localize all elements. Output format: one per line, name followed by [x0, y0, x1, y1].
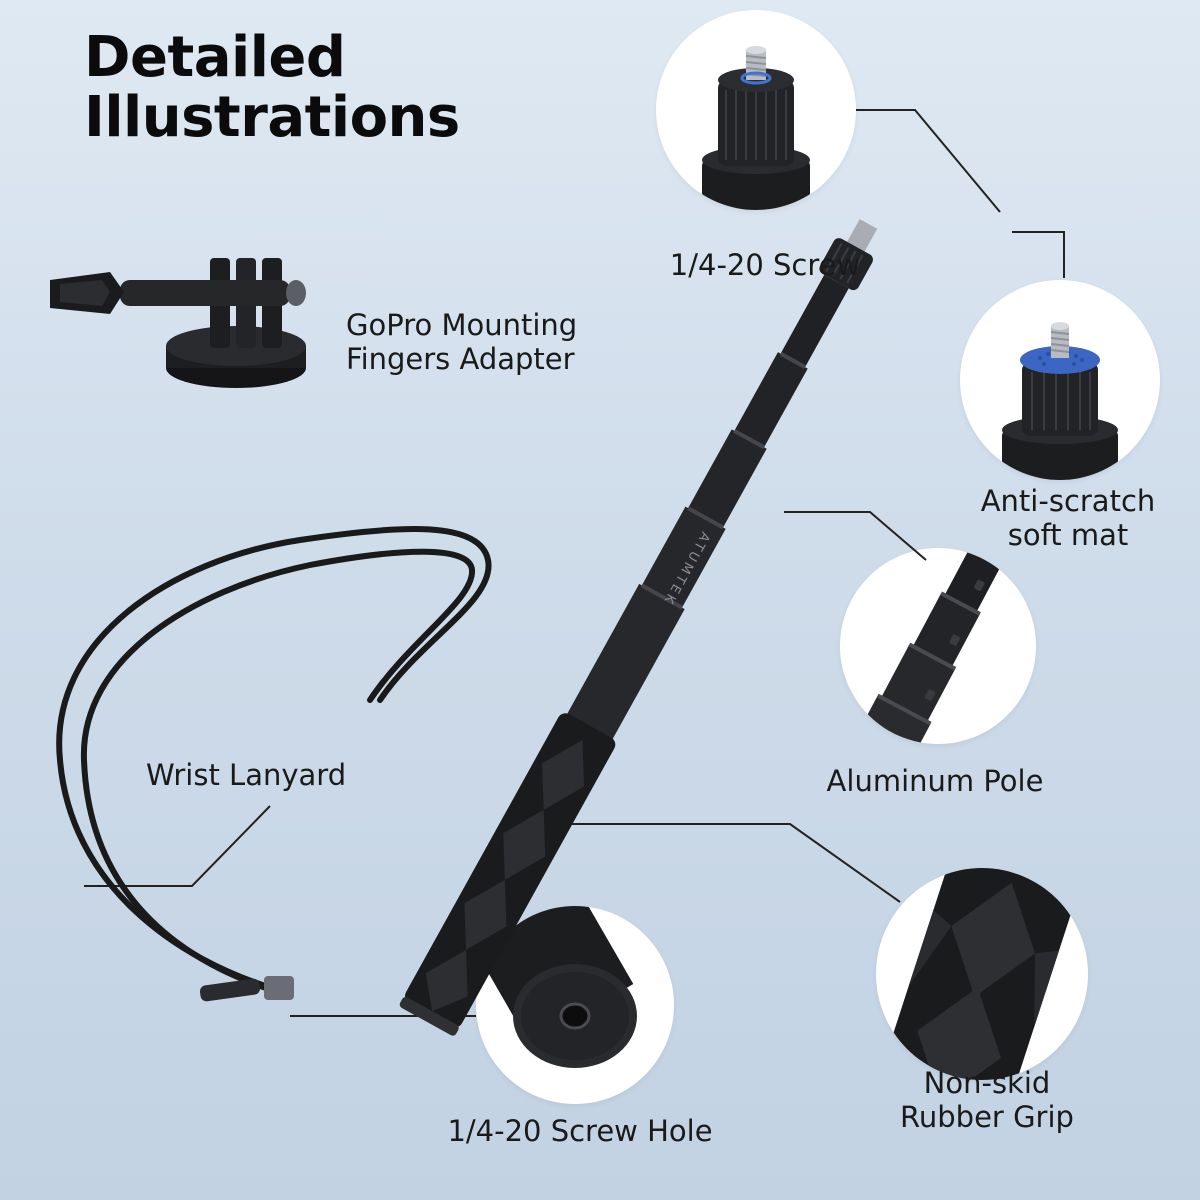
gopro-label-line-1: GoPro Mounting: [346, 308, 578, 342]
hole-detail-circle: [476, 906, 674, 1104]
mat-detail-circle: [960, 280, 1160, 480]
grip-label-line-1: Non-skid: [923, 1066, 1051, 1100]
mat-leader-line: [1012, 231, 1065, 278]
wrist-lanyard-icon: [56, 526, 492, 995]
gopro-adapter-label: GoPro Mounting Fingers Adapter: [346, 308, 646, 376]
screw-label: 1/4-20 Screw: [669, 248, 861, 282]
grip-closeup-icon: [883, 868, 1079, 1080]
gopro-adapter-icon: [50, 258, 306, 388]
pole-leader-line: [784, 511, 927, 561]
soft-mat-label: Anti-scratch soft mat: [958, 484, 1178, 552]
screw-leader-line: [856, 109, 1001, 213]
title-line-1: Detailed: [84, 25, 346, 90]
aluminum-pole-label: Aluminum Pole: [826, 764, 1044, 798]
tip-screw-icon: [846, 219, 878, 254]
screw-hole-label: 1/4-20 Screw Hole: [447, 1114, 713, 1148]
grip-leader-line: [504, 823, 901, 903]
screw-detail-circle: [656, 10, 856, 210]
page-title: Detailed Illustrations: [84, 28, 460, 148]
title-line-2: Illustrations: [84, 85, 460, 150]
grip-label-line-2: Rubber Grip: [900, 1100, 1074, 1134]
soft-mat-closeup-icon: [1002, 322, 1118, 480]
mat-label-line-1: Anti-scratch: [980, 484, 1156, 518]
wrist-lanyard-label: Wrist Lanyard: [146, 758, 347, 792]
lanyard-clip-icon: [199, 976, 294, 1002]
screw-closeup-icon: [702, 46, 810, 210]
mat-label-line-2: soft mat: [1007, 518, 1129, 552]
selfie-stick-pole: ATUMTEK: [399, 219, 878, 1036]
gopro-label-line-2: Fingers Adapter: [346, 342, 575, 376]
grip-detail-circle: [876, 868, 1088, 1080]
rubber-grip-label: Non-skid Rubber Grip: [872, 1066, 1102, 1134]
